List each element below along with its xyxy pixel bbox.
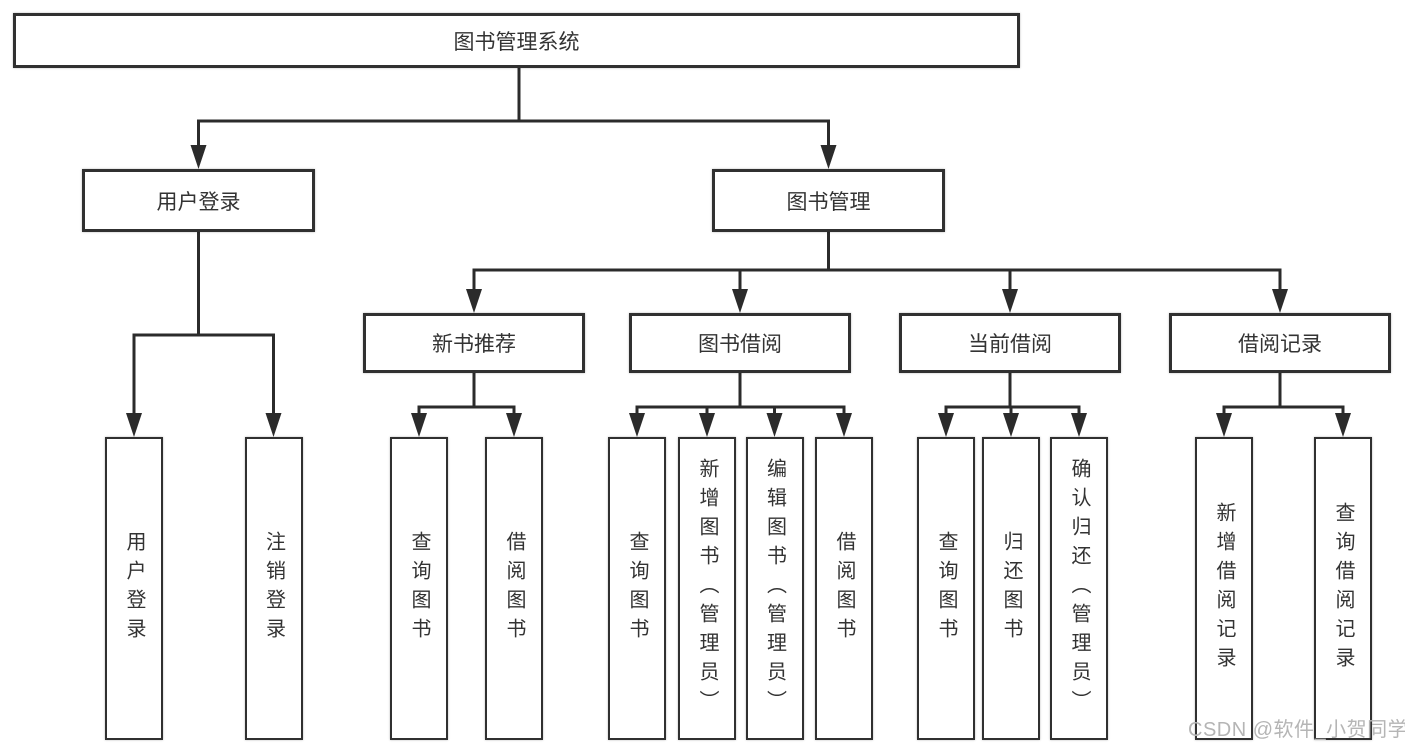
leaf-return-book: 归还图书 <box>982 437 1040 740</box>
leaf-borrow-books: 借阅图书 <box>815 437 873 740</box>
node-book-management-group: 图书管理 <box>712 169 945 232</box>
leaf-logout: 注销登录 <box>244 437 303 740</box>
node-new-book-recommend: 新书推荐 <box>363 313 585 373</box>
leaf-add-borrow-record: 新增借阅记录 <box>1195 437 1253 740</box>
leaf-borrow-books-recommend: 借阅图书 <box>485 437 543 740</box>
node-current-borrowing: 当前借阅 <box>899 313 1121 373</box>
node-user-login-group: 用户登录 <box>82 169 315 232</box>
leaf-add-book-admin: 新增图书（管理员） <box>678 437 736 740</box>
leaf-user-login: 用户登录 <box>105 437 163 740</box>
leaf-edit-book-admin: 编辑图书（管理员） <box>745 437 804 740</box>
csdn-watermark: CSDN @软件_小贺同学 <box>1188 719 1405 741</box>
leaf-query-books-borrow: 查询图书 <box>608 437 666 740</box>
leaf-query-books-current: 查询图书 <box>917 437 975 740</box>
leaf-query-borrow-record: 查询借阅记录 <box>1314 437 1372 740</box>
node-library-system: 图书管理系统 <box>13 13 1020 68</box>
leaf-query-books-recommend: 查询图书 <box>390 437 448 740</box>
leaf-confirm-return-admin: 确认归还（管理员） <box>1050 437 1108 740</box>
node-borrowing-records: 借阅记录 <box>1169 313 1391 373</box>
node-book-borrowing: 图书借阅 <box>629 313 851 373</box>
